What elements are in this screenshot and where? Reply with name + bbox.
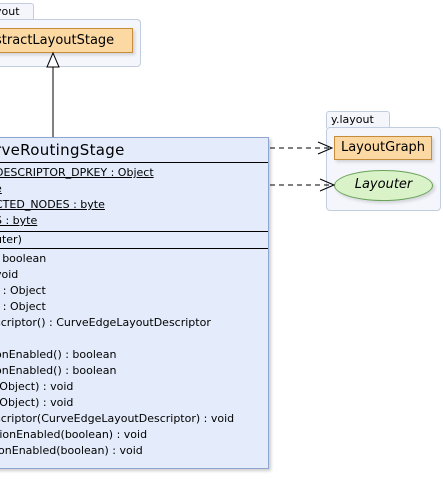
divider bbox=[0, 248, 268, 249]
method-row: ) : Object bbox=[0, 284, 46, 297]
method-row: onEnabled() : boolean bbox=[0, 348, 117, 361]
interface-layouter[interactable]: Layouter bbox=[334, 170, 433, 201]
package-tab-right: y.layout bbox=[326, 111, 390, 128]
field-row: S : byte bbox=[0, 214, 38, 227]
dependency-arrowhead-layoutgraph bbox=[317, 141, 334, 155]
method-row: scriptor() : CurveEdgeLayoutDescriptor bbox=[0, 316, 211, 329]
method-row: (Object) : void bbox=[0, 380, 74, 393]
field-row: DESCRIPTOR_DPKEY : Object bbox=[0, 166, 154, 179]
dependency-arrowhead-layouter bbox=[319, 178, 336, 192]
method-row bbox=[0, 331, 268, 347]
method-row: void bbox=[0, 268, 19, 281]
constructors-section: uter) bbox=[0, 232, 268, 248]
method-row: ) : Object bbox=[0, 300, 46, 313]
divider bbox=[0, 162, 268, 163]
method-row: ionEnabled(boolean) : void bbox=[0, 444, 143, 457]
method-row: scriptor(CurveEdgeLayoutDescriptor) : vo… bbox=[0, 412, 235, 425]
class-curve-routing-stage[interactable]: rveRoutingStage DESCRIPTOR_DPKEY : Objec… bbox=[0, 137, 269, 469]
method-row: onEnabled() : boolean bbox=[0, 364, 117, 377]
class-title: rveRoutingStage bbox=[0, 141, 125, 159]
package-tab-top: yout bbox=[0, 3, 34, 20]
fields-section: DESCRIPTOR_DPKEY : Object eCTED_NODES : b… bbox=[0, 163, 268, 231]
class-layout-graph[interactable]: LayoutGraph bbox=[334, 136, 432, 160]
field-row: CTED_NODES : byte bbox=[0, 198, 105, 211]
method-row: tionEnabled(boolean) : void bbox=[0, 428, 148, 441]
divider bbox=[0, 231, 268, 232]
methods-section: : boolean void ) : Object ) : Object script… bbox=[0, 249, 268, 461]
field-row: e bbox=[0, 181, 268, 197]
interface-name: Layouter bbox=[354, 177, 413, 192]
method-row: : boolean bbox=[0, 252, 47, 265]
inheritance-arrowhead bbox=[46, 51, 60, 68]
class-abstract-layout-stage[interactable]: stractLayoutStage bbox=[0, 28, 133, 53]
method-row: (Object) : void bbox=[0, 396, 74, 409]
package-label: y.layout bbox=[331, 113, 374, 126]
constructor-row: uter) bbox=[0, 233, 22, 246]
package-label: yout bbox=[0, 5, 20, 18]
class-name: LayoutGraph bbox=[340, 140, 426, 155]
class-name: stractLayoutStage bbox=[0, 33, 115, 48]
